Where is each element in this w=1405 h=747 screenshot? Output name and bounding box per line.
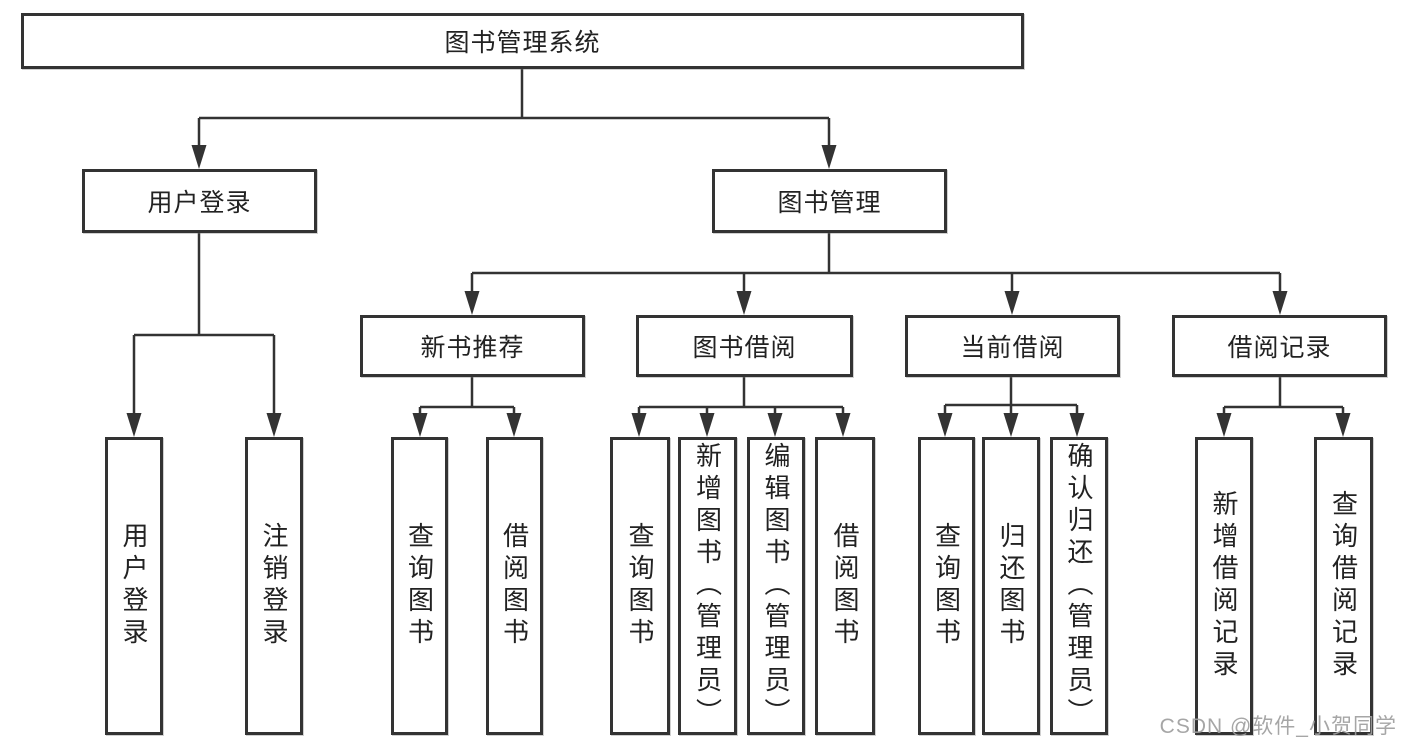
arrowheads bbox=[126, 145, 1351, 437]
node-user-login: 用户登录 bbox=[82, 169, 317, 233]
connector-new-book-branch bbox=[418, 377, 516, 416]
node-book-borrow: 图书借阅 bbox=[636, 315, 853, 377]
leaf-user-login: 用户登录 bbox=[105, 437, 163, 735]
leaf-records-query-record: 查询借阅记录 bbox=[1314, 437, 1373, 735]
leaf-borrow-query-books-label: 查询图书 bbox=[625, 522, 655, 650]
connector-book-management-branch bbox=[470, 233, 1282, 294]
leaf-current-confirm-return-admin: 确认归还（管理员） bbox=[1050, 437, 1108, 735]
leaf-current-confirm-return-admin-label: 确认归还（管理员） bbox=[1064, 442, 1094, 730]
leaf-logout-label: 注销登录 bbox=[259, 522, 289, 650]
node-current-borrow: 当前借阅 bbox=[905, 315, 1120, 377]
connector-book-borrow-branch bbox=[637, 377, 845, 416]
node-borrow-records: 借阅记录 bbox=[1172, 315, 1387, 377]
leaf-user-login-label: 用户登录 bbox=[119, 522, 149, 650]
connector-current-borrow-branch bbox=[943, 377, 1079, 416]
leaf-borrow-add-books-admin: 新增图书（管理员） bbox=[678, 437, 737, 735]
leaf-borrow-borrow-books-label: 借阅图书 bbox=[830, 522, 860, 650]
leaf-current-return-books: 归还图书 bbox=[982, 437, 1040, 735]
node-root: 图书管理系统 bbox=[21, 13, 1024, 69]
leaf-newbook-borrow-books-label: 借阅图书 bbox=[499, 522, 530, 650]
leaf-newbook-query-books: 查询图书 bbox=[391, 437, 448, 735]
leaf-borrow-borrow-books: 借阅图书 bbox=[815, 437, 875, 735]
leaf-logout: 注销登录 bbox=[245, 437, 303, 735]
leaf-borrow-add-books-admin-label: 新增图书（管理员） bbox=[692, 442, 723, 730]
leaf-newbook-borrow-books: 借阅图书 bbox=[486, 437, 543, 735]
leaf-current-query-books-label: 查询图书 bbox=[931, 522, 962, 650]
leaf-records-add-record-label: 新增借阅记录 bbox=[1209, 490, 1239, 682]
node-new-book-recommend: 新书推荐 bbox=[360, 315, 585, 377]
connector-borrow-records-branch bbox=[1222, 377, 1345, 416]
leaf-borrow-edit-books-admin-label: 编辑图书（管理员） bbox=[761, 442, 791, 730]
connector-user-login-branch bbox=[132, 233, 276, 416]
leaf-borrow-edit-books-admin: 编辑图书（管理员） bbox=[747, 437, 805, 735]
connector-root-branch bbox=[197, 69, 831, 147]
leaf-current-query-books: 查询图书 bbox=[918, 437, 975, 735]
leaf-records-add-record: 新增借阅记录 bbox=[1195, 437, 1253, 735]
leaf-borrow-query-books: 查询图书 bbox=[610, 437, 670, 735]
leaf-newbook-query-books-label: 查询图书 bbox=[404, 522, 435, 650]
node-book-management: 图书管理 bbox=[712, 169, 947, 233]
csdn-watermark: CSDN @软件_小贺同学 bbox=[1159, 715, 1397, 738]
leaf-records-query-record-label: 查询借阅记录 bbox=[1328, 490, 1359, 682]
leaf-current-return-books-label: 归还图书 bbox=[996, 522, 1026, 650]
